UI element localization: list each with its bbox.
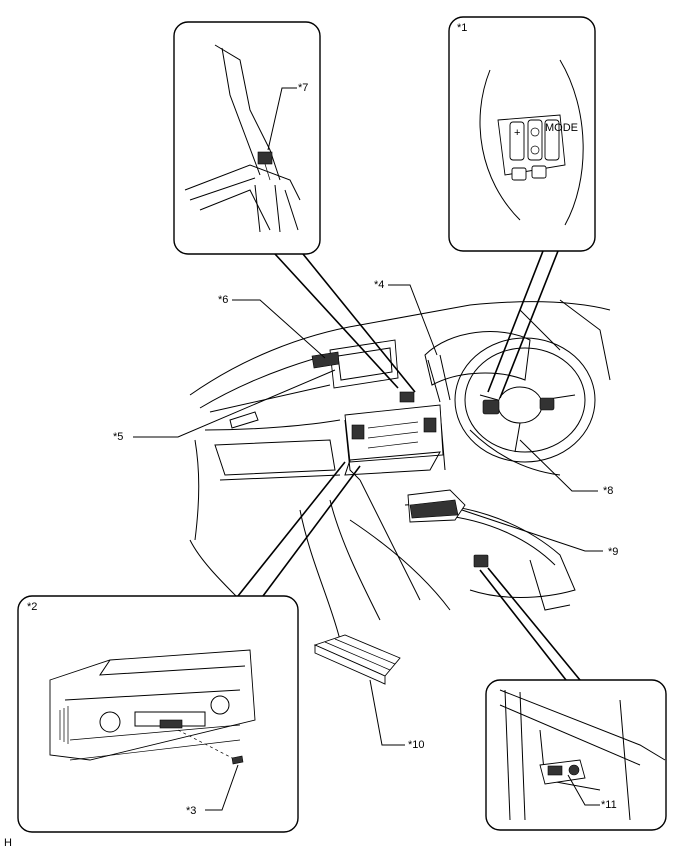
callout-10: *10 — [408, 739, 425, 751]
detail-box-2 — [17, 595, 299, 833]
callout-6: *6 — [218, 294, 228, 306]
callout-11: *11 — [601, 799, 617, 811]
callout-3: *3 — [186, 805, 196, 817]
callout-4: *4 — [374, 279, 384, 291]
illustration-code: H — [4, 837, 12, 849]
part-10-illustration — [313, 634, 401, 685]
vehicle-interior-illustration — [189, 299, 611, 641]
detail-box-7 — [173, 21, 321, 255]
callout-5: *5 — [113, 431, 123, 443]
callout-9: *9 — [608, 546, 618, 558]
detail-leader-lines — [237, 250, 581, 681]
detail-box-11 — [485, 679, 667, 831]
callout-2: *2 — [27, 601, 37, 613]
detail-box-1: + MODE — [448, 16, 596, 252]
callout-leaders — [133, 87, 603, 811]
mode-button-label: MODE — [545, 122, 578, 134]
callout-1: *1 — [457, 22, 467, 34]
callout-7: *7 — [298, 82, 308, 94]
callout-8: *8 — [603, 485, 613, 497]
plus-button-label: + — [514, 127, 520, 139]
